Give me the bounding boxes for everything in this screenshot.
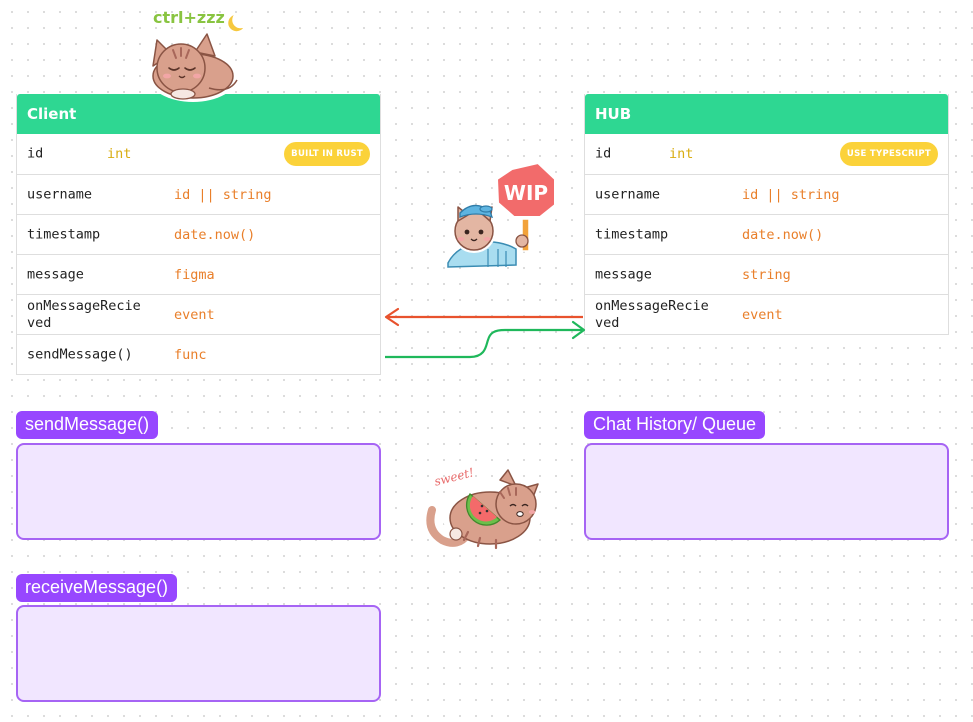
receive-message-box[interactable] bbox=[16, 605, 381, 702]
green-arrow bbox=[385, 320, 586, 359]
field-type: id || string bbox=[174, 186, 272, 203]
hub-row-timestamp: timestamp date.now() bbox=[585, 214, 948, 254]
hub-row-id: id int USE TYPESCRIPT bbox=[585, 134, 948, 174]
chat-history-box[interactable] bbox=[584, 443, 949, 540]
red-arrow bbox=[384, 307, 583, 327]
field-type: id || string bbox=[742, 186, 840, 203]
field-type: string bbox=[742, 266, 791, 283]
hub-table-title: HUB bbox=[585, 94, 948, 134]
field-name: message bbox=[27, 266, 84, 282]
client-row-id: id int BUILT IN RUST bbox=[17, 134, 380, 174]
sleeping-cat-icon: ctrl+zzz bbox=[148, 8, 247, 102]
hub-row-onmessagerecieved: onMessageRecie ved event bbox=[585, 294, 948, 334]
send-message-label: sendMessage() bbox=[16, 411, 159, 439]
field-type: int bbox=[669, 146, 694, 162]
moon-icon bbox=[226, 13, 247, 33]
field-type: int bbox=[107, 146, 132, 162]
ctrl-zzz-text: ctrl+zzz bbox=[153, 8, 225, 27]
wip-text: WIP bbox=[504, 181, 548, 205]
field-name: message bbox=[595, 266, 652, 282]
client-row-onmessagerecieved: onMessageRecie ved event bbox=[17, 294, 380, 334]
hub-row-message: message string bbox=[585, 254, 948, 294]
field-type: figma bbox=[174, 266, 215, 283]
send-message-box[interactable] bbox=[16, 443, 381, 540]
watermelon-cat-icon: sweet! bbox=[423, 465, 542, 550]
use-typescript-badge: USE TYPESCRIPT bbox=[839, 142, 938, 166]
field-name: onMessageRecie ved bbox=[27, 297, 141, 331]
client-row-sendmessage: sendMessage() func bbox=[17, 334, 380, 374]
chat-history-label: Chat History/ Queue bbox=[584, 411, 766, 439]
field-name: timestamp bbox=[27, 226, 101, 242]
hub-row-username: username id || string bbox=[585, 174, 948, 214]
receive-message-label: receiveMessage() bbox=[16, 574, 178, 602]
field-type: date.now() bbox=[742, 226, 824, 243]
field-type: event bbox=[742, 306, 783, 323]
client-row-timestamp: timestamp date.now() bbox=[17, 214, 380, 254]
built-in-rust-badge: BUILT IN RUST bbox=[284, 142, 370, 166]
field-name: username bbox=[27, 186, 93, 202]
field-name: sendMessage() bbox=[27, 346, 133, 362]
field-type: event bbox=[174, 306, 215, 323]
field-name: timestamp bbox=[595, 226, 669, 242]
client-row-message: message figma bbox=[17, 254, 380, 294]
field-name: id bbox=[595, 145, 612, 162]
field-type: date.now() bbox=[174, 226, 256, 243]
hub-table: HUB id int USE TYPESCRIPT username id ||… bbox=[584, 94, 949, 335]
field-name: id bbox=[27, 145, 44, 162]
client-row-username: username id || string bbox=[17, 174, 380, 214]
wip-cat-icon: WIP bbox=[444, 159, 560, 271]
field-name: username bbox=[595, 186, 661, 202]
stop-sign-icon: WIP bbox=[492, 159, 560, 252]
field-name: onMessageRecie ved bbox=[595, 297, 709, 331]
field-type: func bbox=[174, 346, 207, 363]
